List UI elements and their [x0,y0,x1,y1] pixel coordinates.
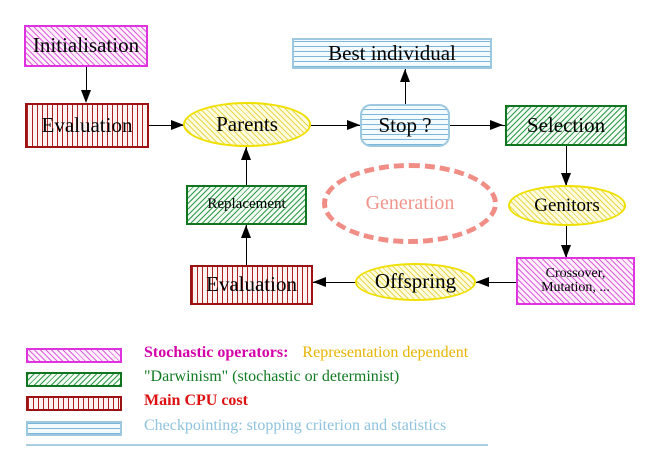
node-parents-label: Parents [216,111,278,136]
legend-secondary-representation: Representation dependent [302,344,469,361]
legend-primary-darwinism: "Darwinism" (stochastic or determinist) [144,368,400,385]
node-initialisation-label: Initialisation [32,33,140,58]
node-offspring[interactable]: Offspring [355,263,476,301]
node-generation-label: Generation [365,192,455,214]
node-crossover-mutation[interactable]: Crossover, Mutation, ... [516,257,635,305]
node-stop-label: Stop ? [378,112,432,137]
node-replacement[interactable]: Replacement [186,185,307,225]
node-initialisation[interactable]: Initialisation [24,25,148,67]
legend-swatch-blue-horizontal-hatch-icon [26,421,122,436]
legend-primary-cpu: Main CPU cost [144,392,248,409]
legend-text-checkpointing: Checkpointing: stopping criterion and st… [144,417,446,435]
node-genitors[interactable]: Genitors [508,185,626,226]
node-evaluation-top[interactable]: Evaluation [25,103,149,148]
legend-text-stochastic-operators: Stochastic operators: Representation dep… [144,344,468,362]
node-parents[interactable]: Parents [183,102,311,147]
legend-swatch-red-vertical-hatch-icon [26,396,122,411]
node-crossover-label-line1: Crossover, [545,265,606,281]
node-best-individual-label: Best individual [328,40,456,65]
node-selection-label: Selection [526,112,606,137]
node-crossover-label-line2: Mutation, ... [541,280,610,295]
legend-primary-checkpointing: Checkpointing: stopping criterion and st… [144,417,447,434]
legend-primary-stochastic: Stochastic operators: [144,344,289,361]
legend-baseline-rule [26,444,488,446]
node-offspring-label: Offspring [374,269,457,294]
node-evaluation-bottom-label: Evaluation [206,272,297,297]
node-evaluation-bottom[interactable]: Evaluation [190,265,313,305]
node-selection[interactable]: Selection [505,105,627,146]
node-evaluation-top-label: Evaluation [41,112,133,137]
node-genitors-label: Genitors [534,194,600,216]
legend-text-main-cpu-cost: Main CPU cost [144,392,248,410]
legend-swatch-green-diagonal-hatch-icon [26,372,122,387]
legend-text-darwinism: "Darwinism" (stochastic or determinist) [144,368,399,386]
legend-swatch-magenta-diagonal-hatch-icon [26,348,122,363]
node-best-individual[interactable]: Best individual [292,38,492,69]
node-generation: Generation [322,163,498,244]
node-stop[interactable]: Stop ? [360,104,450,147]
node-replacement-label: Replacement [207,196,286,213]
